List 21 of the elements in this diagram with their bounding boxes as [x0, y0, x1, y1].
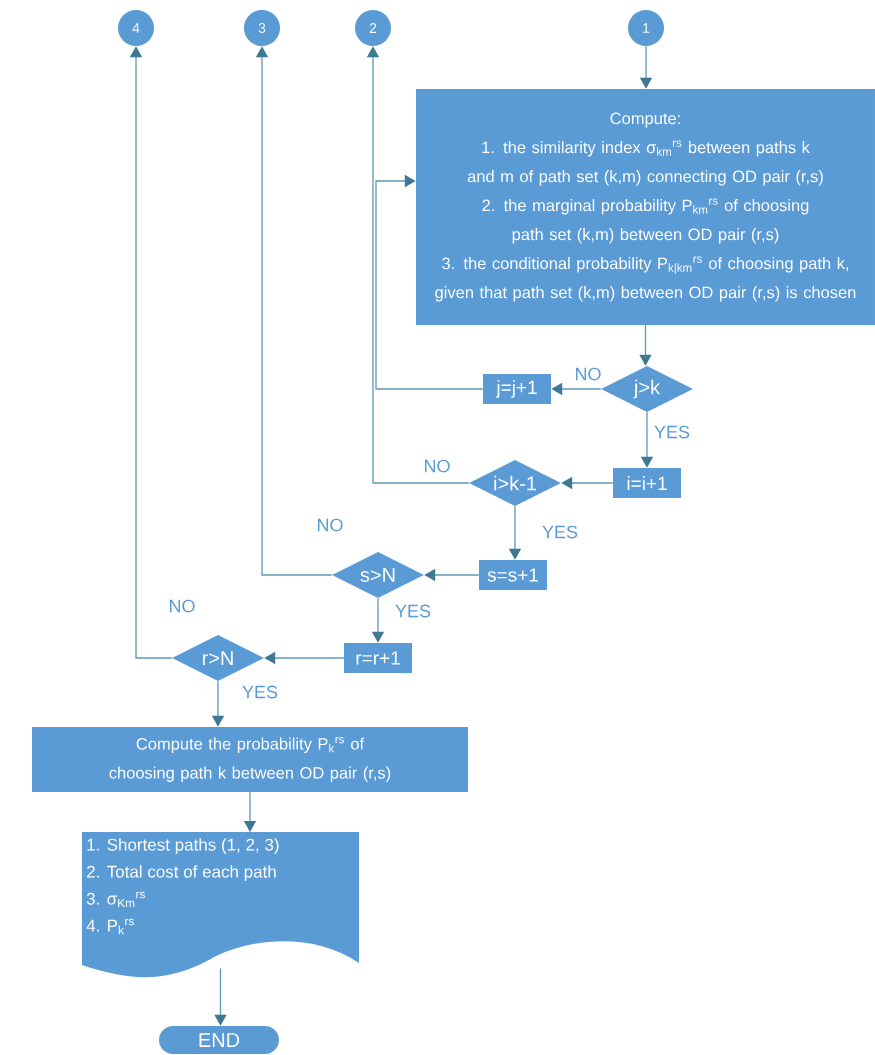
edge-label: YES — [242, 685, 278, 699]
end-terminal: END — [159, 1026, 279, 1054]
arrow — [366, 46, 470, 484]
arrow — [639, 324, 652, 366]
edge-label: NO — [169, 599, 195, 613]
edge-label: NO — [424, 459, 450, 473]
process-box: Compute the probability P$_{k}$$^{rs}$ of choosing path k between OD pair (r,s) — [32, 727, 468, 792]
edge-label: YES — [395, 604, 431, 618]
process-box: Compute: 1. the similarity index σ$_{km}$$^{rs}$ between paths k and m of path set (k,m) connecting OD pair (r,s) 2. the marginal probability P$_{km}$$^{rs}$ of choosing path set (k,m) between OD pair (r,s) 3. the conditional probability P$_{k|km}$$^{rs}$ of choosing path k, given that path set (k,m) between OD pair (r,s) is chosen — [416, 89, 875, 325]
arrow — [375, 174, 484, 390]
arrow — [214, 967, 227, 1026]
process-box: j=j+1 — [483, 374, 551, 404]
process-box: i=i+1 — [613, 468, 681, 498]
process-box: s=s+1 — [479, 560, 547, 590]
edge-label: YES — [542, 525, 578, 539]
process-box: r=r+1 — [344, 643, 412, 673]
arrow — [129, 46, 173, 659]
edge-label: YES — [654, 425, 690, 439]
edge-label: NO — [317, 518, 343, 532]
edge-label: NO — [575, 367, 601, 381]
arrow — [255, 46, 333, 576]
